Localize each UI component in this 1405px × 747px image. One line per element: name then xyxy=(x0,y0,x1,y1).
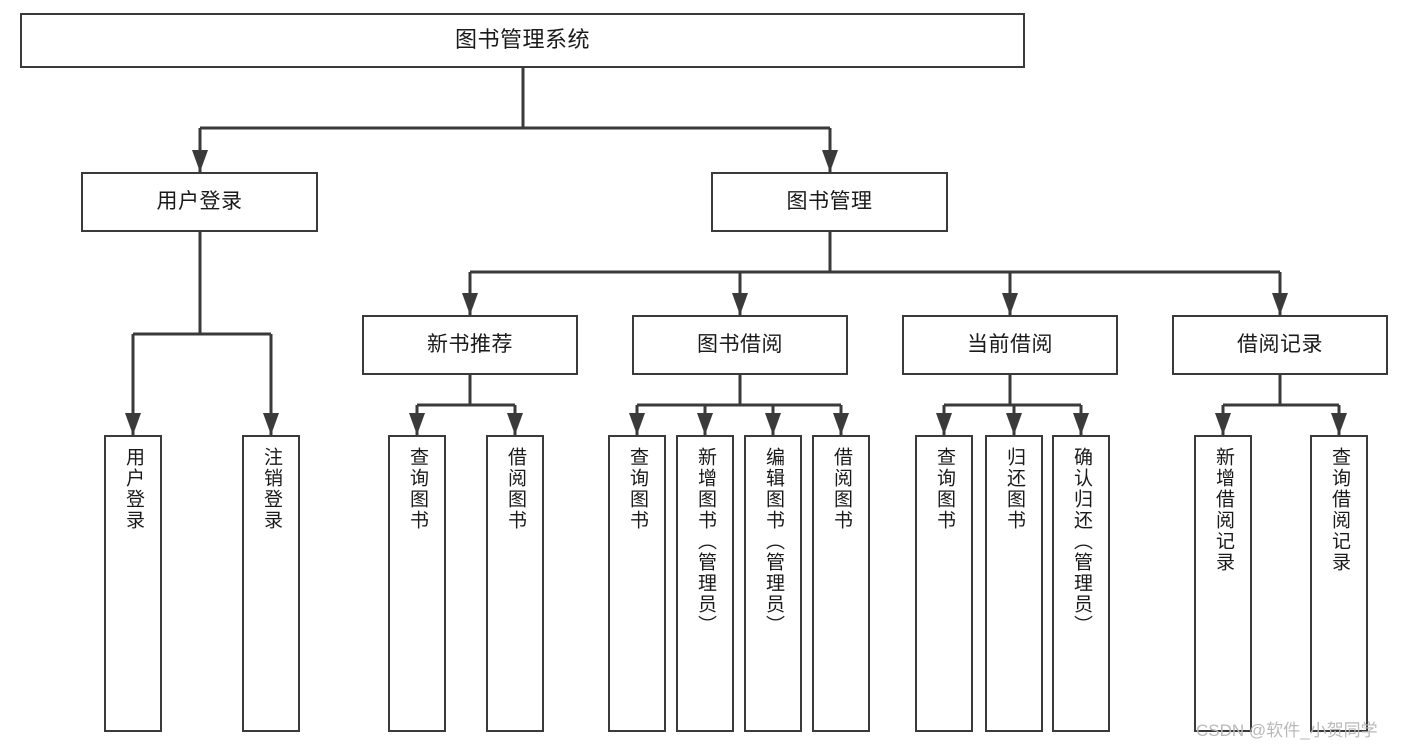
arrow-head-book-manage-2 xyxy=(1002,293,1018,315)
arrow-head-book-borrow-2 xyxy=(765,413,781,435)
arrow-head-new-book-rec-0 xyxy=(409,413,425,435)
arrow-head-user-login-0 xyxy=(125,413,141,435)
node-label: 编辑图书（管理员） xyxy=(762,447,784,636)
node-user-login: 用户登录 xyxy=(81,172,318,232)
node-root: 图书管理系统 xyxy=(20,13,1025,68)
node-leaf-user-login: 用户登录 xyxy=(104,435,162,732)
arrow-head-current-borrow-2 xyxy=(1073,413,1089,435)
node-label: 新书推荐 xyxy=(427,333,513,357)
node-leaf-query-record: 查询借阅记录 xyxy=(1310,435,1368,732)
node-label: 图书管理 xyxy=(786,190,873,214)
node-label: 确认归还（管理员） xyxy=(1070,447,1092,636)
node-book-manage: 图书管理 xyxy=(711,172,948,232)
arrow-head-current-borrow-1 xyxy=(1006,413,1022,435)
node-label: 图书借阅 xyxy=(697,333,783,357)
node-label: 借阅记录 xyxy=(1237,333,1323,357)
node-label: 查询图书 xyxy=(626,447,648,531)
node-leaf-borrow-book-2: 借阅图书 xyxy=(812,435,870,732)
arrow-head-borrow-record-1 xyxy=(1331,413,1347,435)
arrow-head-book-manage-1 xyxy=(732,293,748,315)
node-new-book-rec: 新书推荐 xyxy=(362,315,578,375)
node-current-borrow: 当前借阅 xyxy=(902,315,1118,375)
arrow-head-new-book-rec-1 xyxy=(507,413,523,435)
node-leaf-add-record: 新增借阅记录 xyxy=(1194,435,1252,732)
node-leaf-return-book: 归还图书 xyxy=(985,435,1043,732)
arrow-head-book-borrow-0 xyxy=(629,413,645,435)
node-label: 查询图书 xyxy=(406,447,428,531)
arrow-head-current-borrow-0 xyxy=(936,413,952,435)
node-borrow-record: 借阅记录 xyxy=(1172,315,1388,375)
arrow-head-user-login-1 xyxy=(263,413,279,435)
node-leaf-user-logout: 注销登录 xyxy=(242,435,300,732)
node-leaf-confirm-return: 确认归还（管理员） xyxy=(1052,435,1110,732)
arrow-head-root-0 xyxy=(192,150,208,172)
node-leaf-query-book-3: 查询图书 xyxy=(915,435,973,732)
connector-group xyxy=(125,68,1347,435)
node-label: 归还图书 xyxy=(1003,447,1025,531)
node-label: 用户登录 xyxy=(122,447,144,531)
node-label: 用户登录 xyxy=(156,190,243,214)
node-label: 新增借阅记录 xyxy=(1212,447,1234,573)
node-label: 注销登录 xyxy=(260,447,282,531)
node-label: 新增图书（管理员） xyxy=(694,447,716,636)
node-book-borrow: 图书借阅 xyxy=(632,315,848,375)
arrow-head-borrow-record-0 xyxy=(1215,413,1231,435)
node-label: 图书管理系统 xyxy=(454,27,590,53)
node-leaf-add-book: 新增图书（管理员） xyxy=(676,435,734,732)
node-label: 查询借阅记录 xyxy=(1328,447,1350,573)
arrow-head-root-1 xyxy=(822,150,838,172)
node-leaf-query-book-1: 查询图书 xyxy=(388,435,446,732)
node-label: 查询图书 xyxy=(933,447,955,531)
node-label: 借阅图书 xyxy=(830,447,852,531)
node-leaf-borrow-book-1: 借阅图书 xyxy=(486,435,544,732)
node-leaf-edit-book: 编辑图书（管理员） xyxy=(744,435,802,732)
arrow-head-book-borrow-1 xyxy=(697,413,713,435)
arrow-head-book-manage-3 xyxy=(1272,293,1288,315)
node-leaf-query-book-2: 查询图书 xyxy=(608,435,666,732)
node-label: 当前借阅 xyxy=(967,333,1053,357)
arrow-head-book-borrow-3 xyxy=(833,413,849,435)
node-label: 借阅图书 xyxy=(504,447,526,531)
arrow-head-book-manage-0 xyxy=(462,293,478,315)
